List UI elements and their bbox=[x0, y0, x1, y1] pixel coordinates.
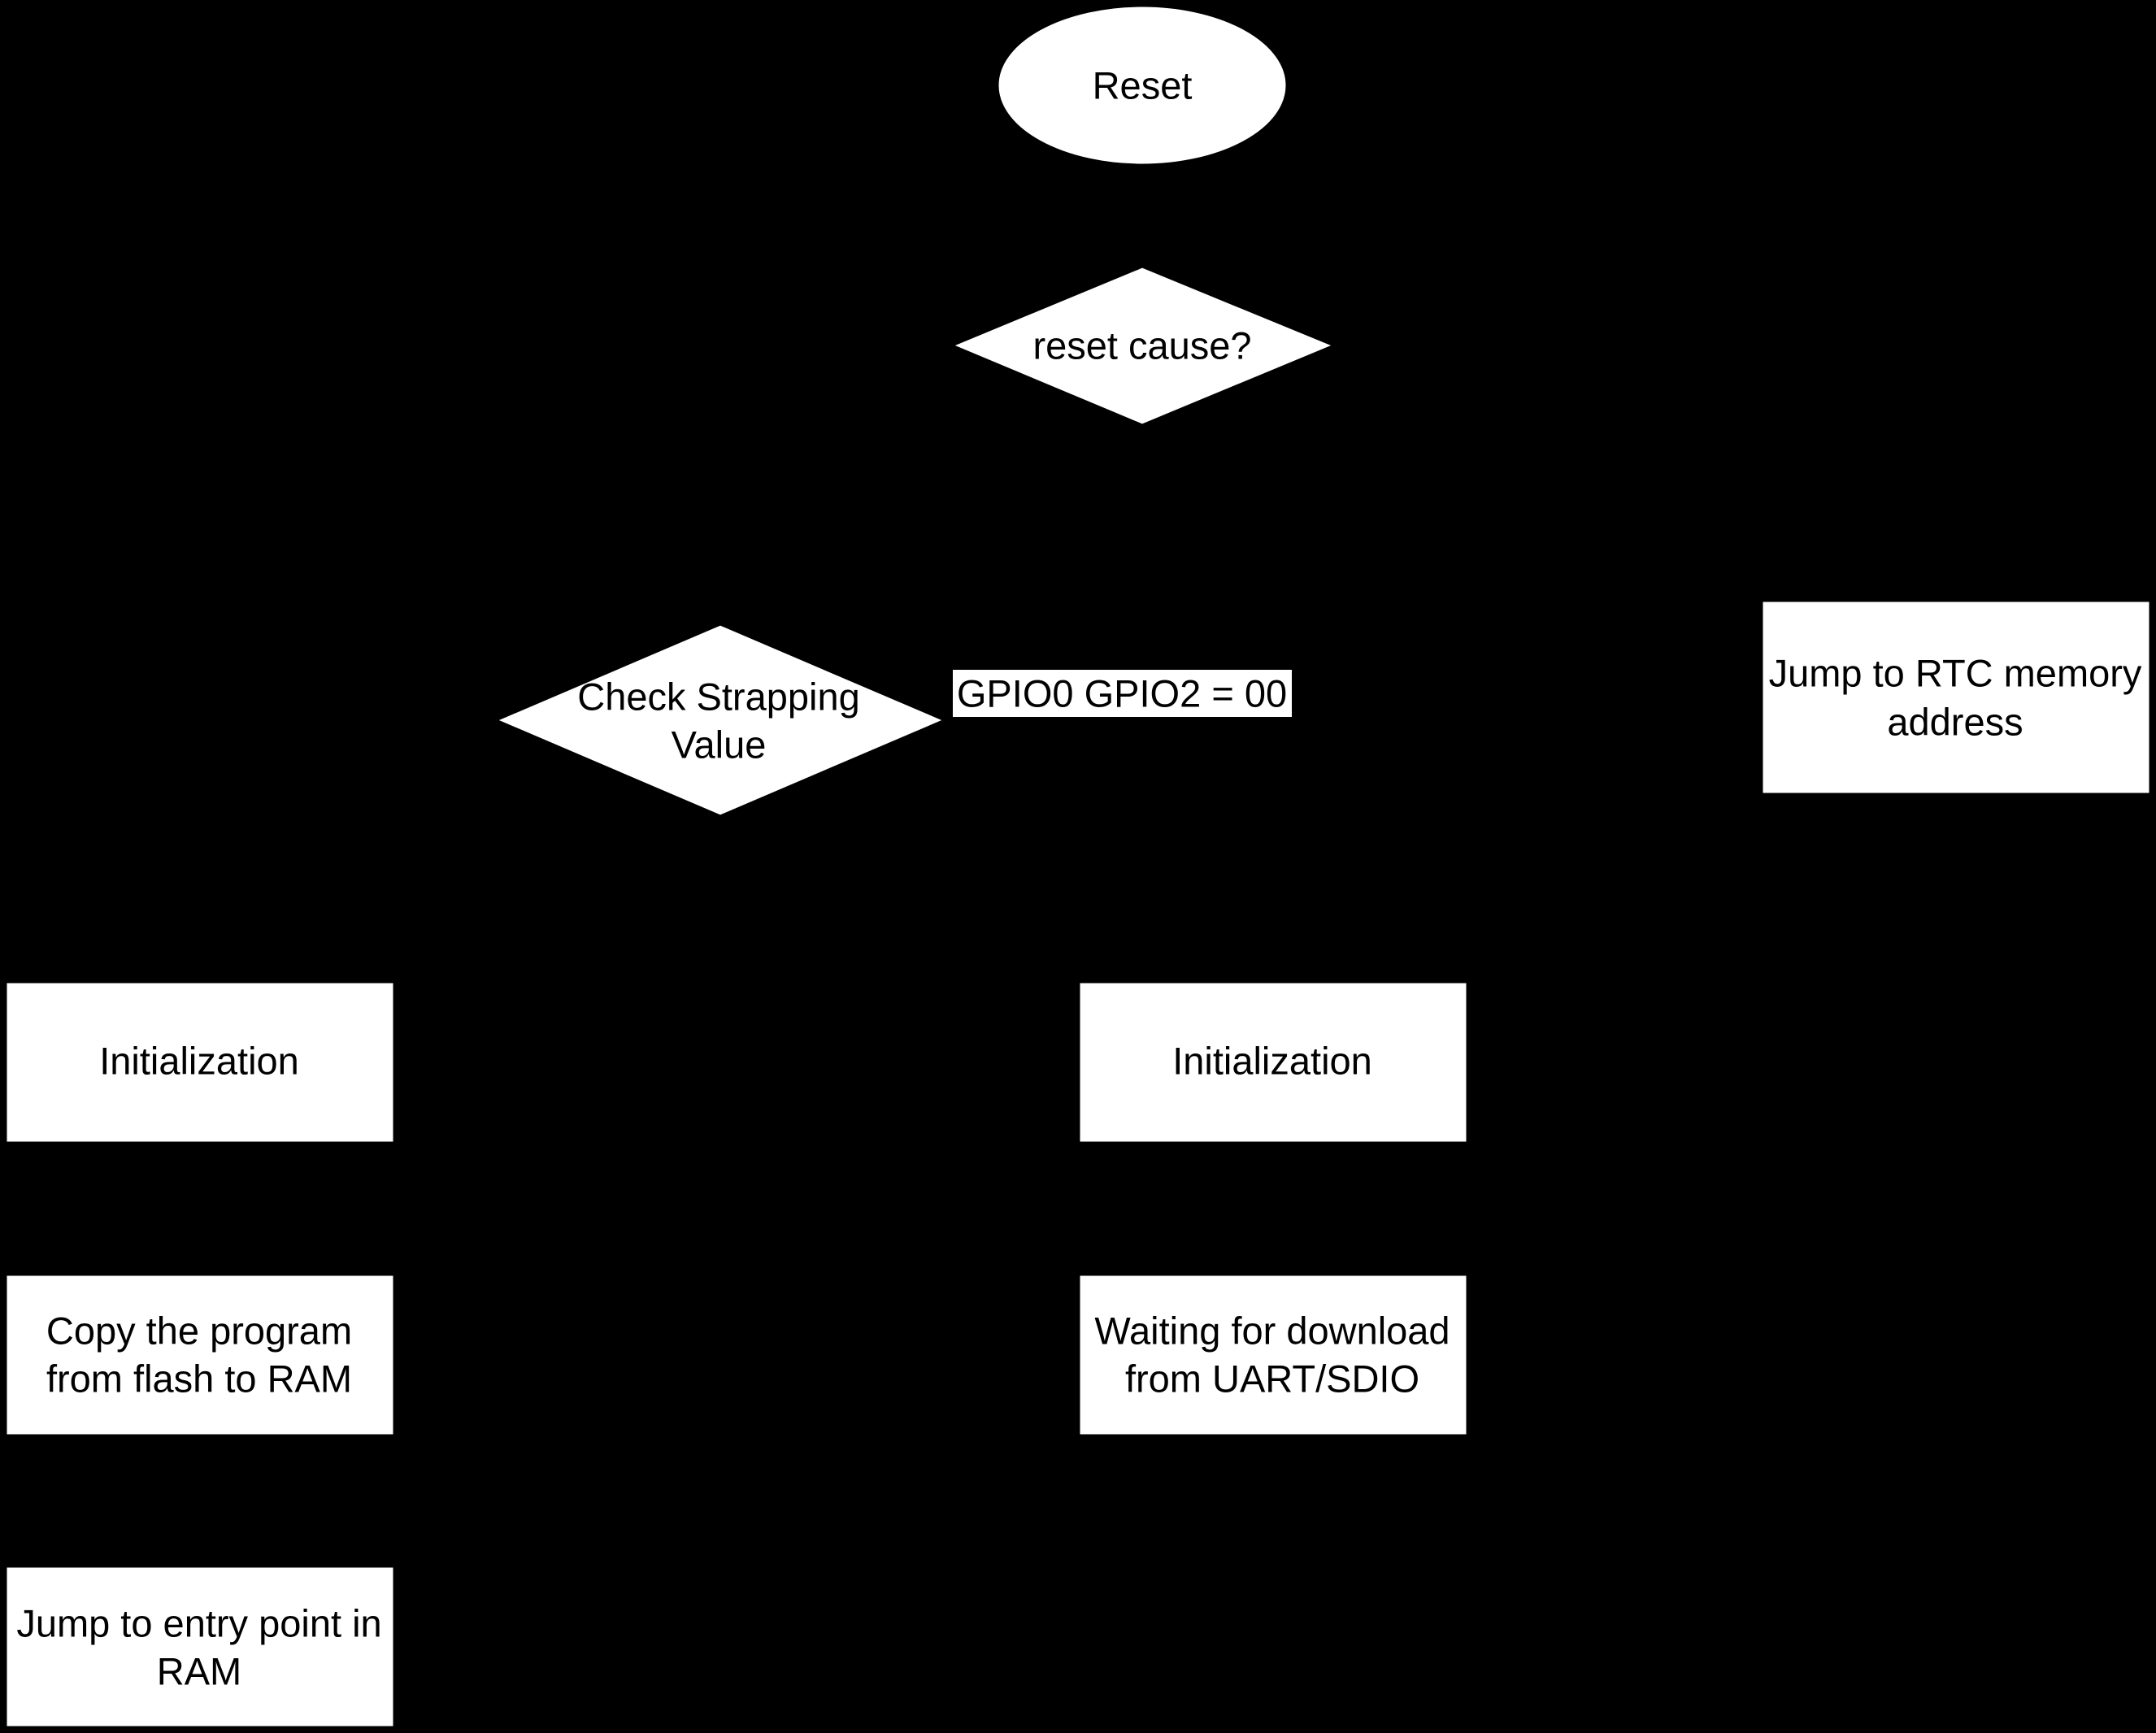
reset-cause-label: reset cause? bbox=[1032, 324, 1251, 367]
jump-entry-line-2: RAM bbox=[157, 1650, 241, 1693]
check-strapping-decision: Check Strapping Value bbox=[493, 623, 948, 818]
waiting-download-node: Waiting for download from UART/SDIO bbox=[1077, 1273, 1469, 1437]
jump-entry-line-1: Jump to entry point in bbox=[16, 1602, 381, 1645]
copy-program-line-2: from flash to RAM bbox=[46, 1357, 352, 1401]
copy-program-line-1: Copy the program bbox=[46, 1310, 352, 1353]
reset-label: Reset bbox=[1093, 64, 1193, 107]
waiting-download-line-1: Waiting for download bbox=[1094, 1310, 1450, 1353]
copy-program-node: Copy the program from flash to RAM bbox=[4, 1273, 396, 1437]
init-left-label: Initialization bbox=[99, 1040, 299, 1083]
jump-rtc-node: Jump to RTC memory address bbox=[1760, 599, 2152, 796]
jump-entry-node: Jump to entry point in RAM bbox=[4, 1565, 396, 1729]
check-strapping-line-1: Check Strapping bbox=[577, 675, 859, 719]
init-left-node: Initialization bbox=[4, 980, 396, 1144]
init-right-label: Initialization bbox=[1172, 1040, 1372, 1083]
gpio-edge-label: GPIO0 GPIO2 = 00 bbox=[953, 670, 1292, 717]
reset-cause-decision: reset cause? bbox=[949, 265, 1337, 427]
gpio-label-text: GPIO0 GPIO2 = 00 bbox=[957, 672, 1287, 715]
reset-node: Reset bbox=[996, 4, 1289, 167]
waiting-download-line-2: from UART/SDIO bbox=[1125, 1357, 1419, 1401]
check-strapping-line-2: Value bbox=[672, 723, 767, 767]
jump-rtc-line-1: Jump to RTC memory bbox=[1769, 652, 2142, 695]
init-right-node: Initialization bbox=[1077, 980, 1469, 1144]
jump-rtc-line-2: address bbox=[1887, 701, 2023, 744]
